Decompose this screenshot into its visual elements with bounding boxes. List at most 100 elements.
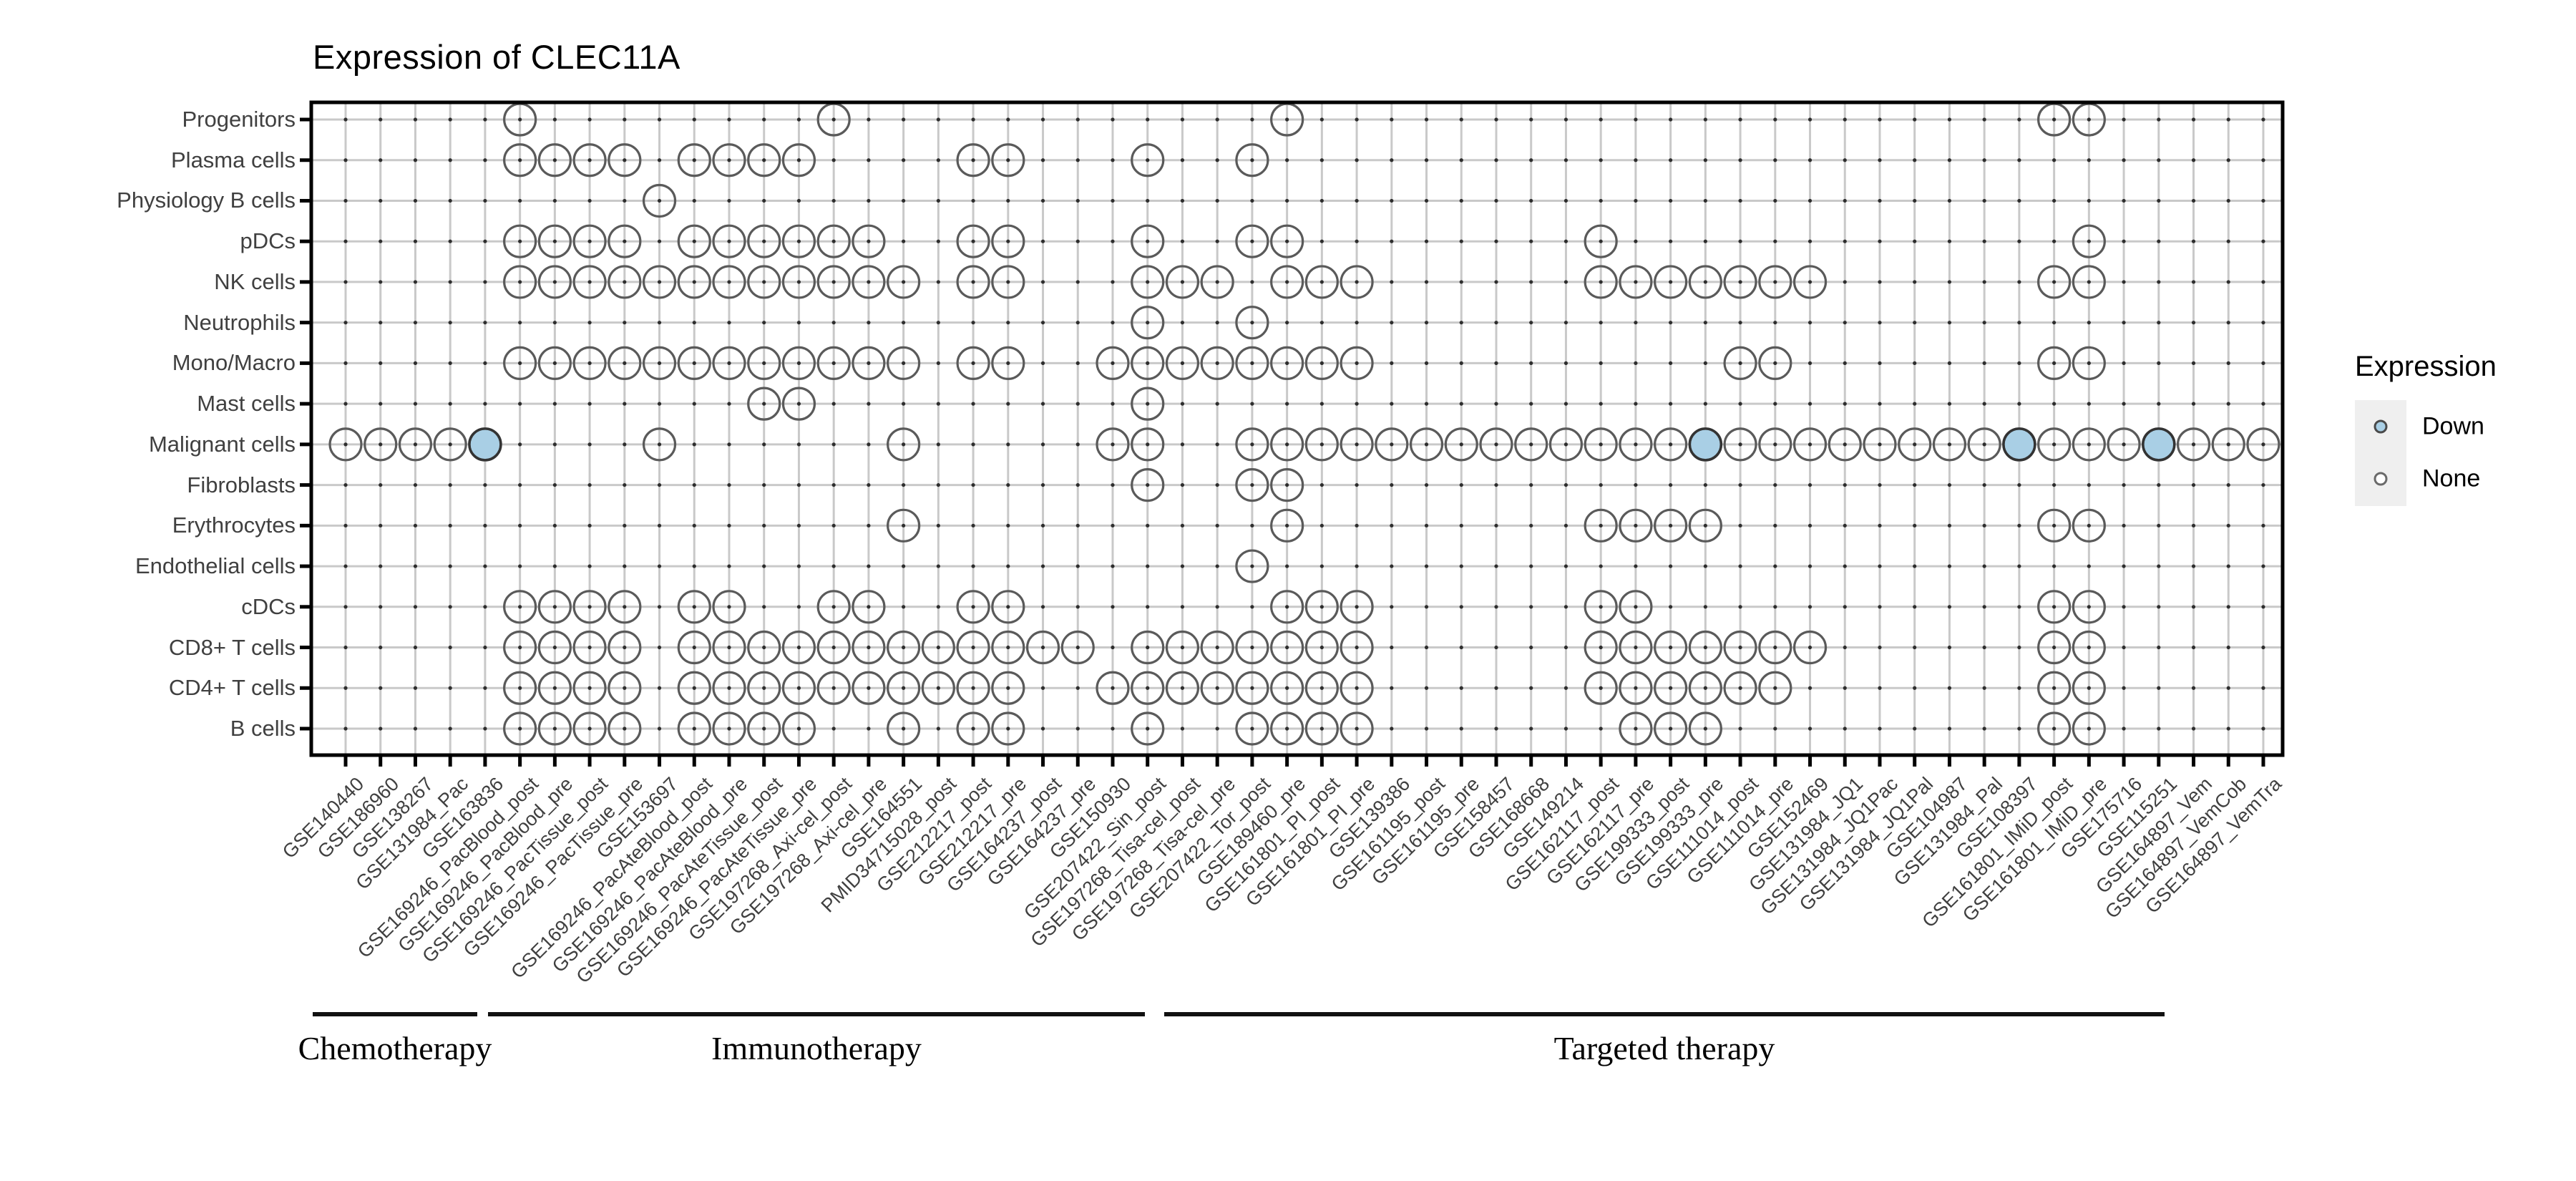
grid-dot <box>2017 402 2021 406</box>
grid-dot <box>1843 361 1847 365</box>
expression-dot-none <box>2037 427 2072 462</box>
grid-dot <box>2157 605 2161 609</box>
grid-dot <box>2226 726 2230 731</box>
grid-dot <box>1529 239 1533 243</box>
grid-dot <box>1947 117 1952 122</box>
expression-dot-none <box>816 346 851 380</box>
grid-dot <box>2261 523 2265 528</box>
grid-dot <box>1878 280 1882 284</box>
expression-dot-none <box>852 630 886 665</box>
grid-dot <box>2226 361 2230 365</box>
grid-dot <box>1773 239 1777 243</box>
grid-dot <box>1807 239 1813 243</box>
grid-dot <box>1494 645 1498 650</box>
grid-dot <box>727 442 731 447</box>
expression-dot-none <box>887 265 921 299</box>
grid-dot <box>1563 239 1568 243</box>
grid-dot <box>379 726 383 731</box>
expression-dot-none <box>677 671 711 705</box>
expression-dot-none <box>781 224 816 258</box>
grid-dot <box>1669 321 1673 325</box>
grid-dot <box>448 321 452 325</box>
expression-dot-none <box>1131 467 1165 502</box>
grid-dot <box>1982 482 1986 487</box>
grid-dot <box>1111 198 1115 203</box>
expression-dot-none <box>1270 224 1304 258</box>
grid-dot <box>1390 361 1394 365</box>
expression-dot-none <box>398 427 433 462</box>
expression-dot-none <box>747 711 781 746</box>
grid-dot <box>762 686 766 690</box>
grid-dot <box>1215 686 1219 690</box>
grid-dot <box>727 564 731 568</box>
grid-dot <box>1459 280 1463 284</box>
grid-dot <box>2017 321 2021 325</box>
grid-dot <box>1634 158 1638 162</box>
grid-dot <box>1319 361 1324 365</box>
grid-dot <box>2226 117 2230 122</box>
grid-dot <box>1634 442 1638 447</box>
grid-dot <box>1529 442 1533 447</box>
grid-dot <box>1180 361 1185 365</box>
grid-dot <box>1703 523 1707 528</box>
grid-dot <box>2226 239 2230 243</box>
grid-dot <box>1563 361 1568 365</box>
grid-dot <box>902 402 906 406</box>
expression-dot-none <box>1270 590 1304 624</box>
grid-dot <box>1459 321 1463 325</box>
grid-dot <box>518 198 522 203</box>
grid-dot <box>1146 605 1150 609</box>
expression-dot-none <box>887 508 921 543</box>
grid-dot <box>762 442 766 447</box>
grid-dot <box>1913 280 1917 284</box>
grid-dot <box>1807 361 1813 365</box>
grid-dot <box>657 605 662 609</box>
grid-dot <box>1390 726 1394 731</box>
grid-dot <box>623 117 627 122</box>
expression-dot-none <box>572 630 607 665</box>
expression-dot-none <box>712 590 746 624</box>
grid-dot <box>796 564 801 568</box>
grid-dot <box>727 280 731 284</box>
grid-dot <box>413 321 418 325</box>
grid-dot <box>1599 321 1603 325</box>
grid-dot <box>1878 645 1882 650</box>
therapy-group-label: Chemotherapy <box>298 1030 492 1066</box>
grid-dot <box>343 442 348 447</box>
grid-dot <box>1669 361 1673 365</box>
grid-dot <box>1494 321 1498 325</box>
grid-dot <box>762 726 766 731</box>
grid-dot <box>1738 158 1742 162</box>
expression-dot-none <box>572 224 607 258</box>
grid-dot <box>1215 645 1219 650</box>
expression-dot-none <box>328 427 363 462</box>
grid-dot <box>1634 482 1638 487</box>
grid-dot <box>2191 686 2196 690</box>
grid-dot <box>1250 239 1254 243</box>
grid-dot <box>483 686 487 690</box>
grid-dot <box>657 645 662 650</box>
grid-dot <box>1319 482 1324 487</box>
grid-dot <box>727 321 731 325</box>
grid-dot <box>1669 239 1673 243</box>
expression-dot-none <box>572 671 607 705</box>
expression-dot-none <box>608 590 642 624</box>
expression-dot-none <box>1235 143 1269 178</box>
grid-dot <box>902 564 906 568</box>
grid-dot <box>1982 564 1986 568</box>
grid-dot <box>1494 523 1498 528</box>
grid-dot <box>1982 198 1986 203</box>
grid-dot <box>1913 564 1917 568</box>
grid-dot <box>1634 605 1638 609</box>
grid-dot <box>692 280 696 284</box>
grid-dot <box>2017 726 2021 731</box>
y-axis-label: Mono/Macro <box>172 350 296 376</box>
expression-dot-none <box>1131 387 1165 421</box>
grid-dot <box>1669 442 1673 447</box>
expression-dot-down <box>2142 427 2176 462</box>
grid-dot <box>413 645 418 650</box>
grid-dot <box>971 117 975 122</box>
grid-dot <box>1843 564 1847 568</box>
expression-dot-none <box>852 590 886 624</box>
grid-dot <box>413 198 418 203</box>
